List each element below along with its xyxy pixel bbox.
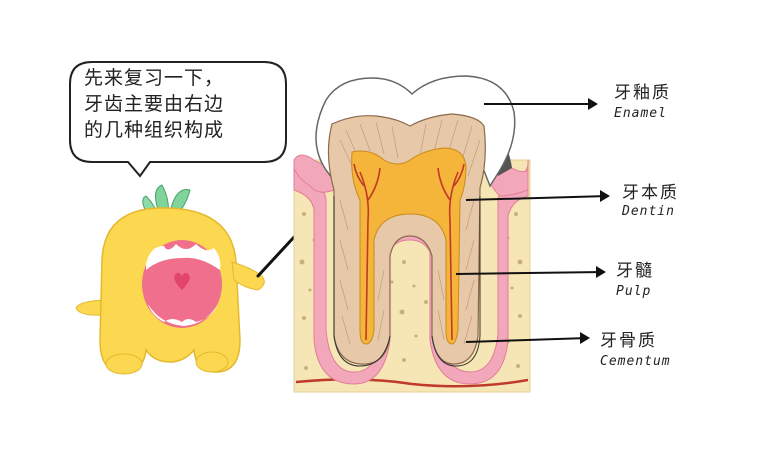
label-enamel-cn: 牙釉质 [614, 83, 671, 103]
label-cementum-en: Cementum [600, 354, 671, 369]
label-dentin-cn: 牙本质 [622, 183, 679, 203]
speech-bubble [69, 61, 287, 178]
label-arrows [455, 98, 610, 344]
label-enamel-en: Enamel [614, 106, 667, 121]
bubble-line-2: 牙齿主要由右边 [84, 93, 225, 115]
label-dentin-en: Dentin [622, 204, 675, 219]
tooth-cross-section [293, 75, 531, 393]
label-pulp-en: Pulp [616, 284, 652, 299]
bubble-line-1: 先来复习一下， [84, 67, 225, 89]
heart-icon [174, 272, 190, 290]
pulp [351, 147, 467, 345]
label-pulp-cn: 牙髓 [616, 261, 654, 281]
label-cementum-cn: 牙骨质 [600, 331, 657, 351]
mascot [75, 184, 334, 375]
bubble-line-3: 的几种组织构成 [84, 119, 225, 141]
